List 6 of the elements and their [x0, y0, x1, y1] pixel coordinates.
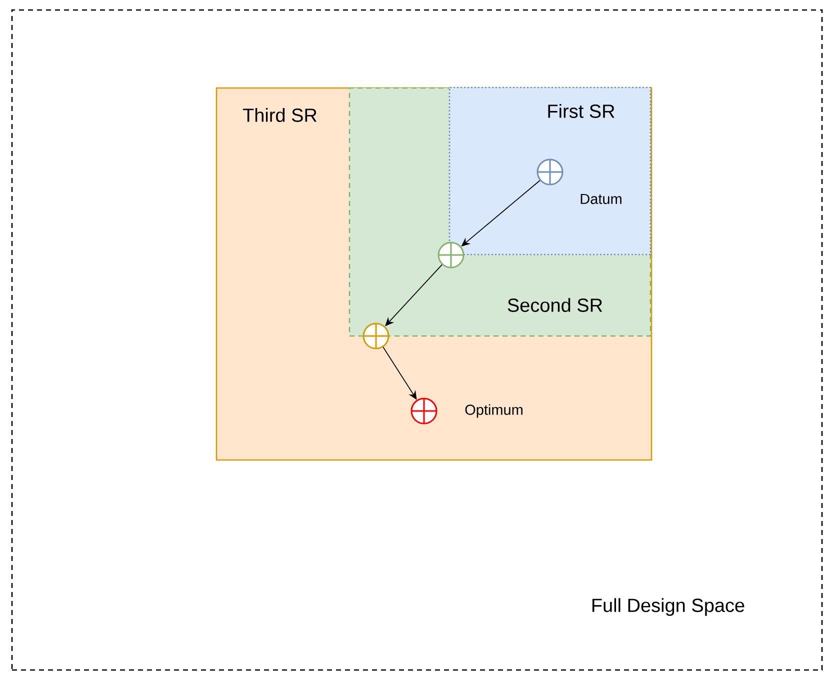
marker-label: Optimum — [465, 404, 522, 418]
target-marker — [536, 158, 564, 186]
marker-label: Datum — [580, 194, 622, 204]
target-marker — [410, 397, 438, 424]
target-marker — [362, 322, 390, 350]
target-marker — [437, 241, 464, 268]
